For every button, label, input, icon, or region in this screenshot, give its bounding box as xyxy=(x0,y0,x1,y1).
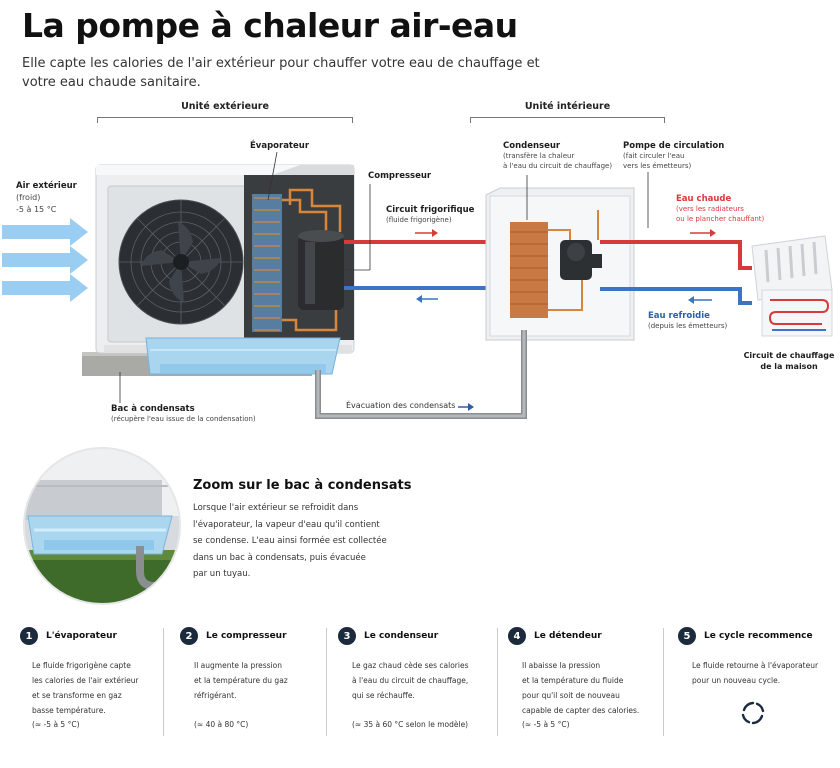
drain-flow-arrow xyxy=(458,403,474,411)
page-title: La pompe à chaleur air-eau xyxy=(22,6,518,45)
radiator-icon xyxy=(751,235,833,301)
step-number-badge: 4 xyxy=(508,627,526,645)
label-evacuation: Évacuation des condensats xyxy=(346,401,456,410)
label-bac-condensats: Bac à condensats (récupère l'eau issue d… xyxy=(111,404,256,423)
step-divider xyxy=(326,628,327,736)
condensate-tray xyxy=(145,337,341,375)
label-eau-chaude: Eau chaude (vers les radiateurs ou le pl… xyxy=(676,194,765,223)
label-evaporateur: Évaporateur xyxy=(250,141,310,151)
compressor xyxy=(298,230,344,310)
step-divider xyxy=(163,628,164,736)
label-air-exterieur: Air extérieur (froid) -5 à 15 °C xyxy=(16,181,77,214)
floor-heating-icon xyxy=(761,289,833,337)
section-bracket-indoor xyxy=(470,117,665,123)
step-number-badge: 3 xyxy=(338,627,356,645)
condensate-drain-pipe xyxy=(315,330,527,419)
section-label-indoor: Unité intérieure xyxy=(524,101,611,112)
air-inflow-arrows xyxy=(2,218,88,302)
refrigerant-lines xyxy=(344,240,508,290)
zoom-title: Zoom sur le bac à condensats xyxy=(193,478,412,493)
label-pompe-circulation: Pompe de circulation (fait circuler l'ea… xyxy=(623,141,725,170)
outdoor-unit xyxy=(95,164,355,354)
step-divider xyxy=(497,628,498,736)
refrigerant-flow-arrows xyxy=(415,229,438,303)
label-circuit-maison: Circuit de chauffage de la maison xyxy=(743,351,835,371)
page-subtitle: Elle capte les calories de l'air extérie… xyxy=(22,56,540,90)
step-number-badge: 1 xyxy=(20,627,38,645)
heat-pump-diagram xyxy=(2,151,833,419)
water-flow-arrows xyxy=(688,229,716,304)
water-circuit xyxy=(600,240,752,305)
condenser xyxy=(510,222,548,318)
zoom-image-circle xyxy=(23,447,181,605)
fan-icon xyxy=(118,199,244,325)
section-bracket-outdoor xyxy=(97,117,353,123)
label-compresseur: Compresseur xyxy=(368,171,432,181)
section-label-outdoor: Unité extérieure xyxy=(181,101,269,112)
step-number-badge: 5 xyxy=(678,627,696,645)
copper-piping xyxy=(282,188,342,332)
step-number-badge: 2 xyxy=(180,627,198,645)
step-divider xyxy=(663,628,664,736)
zoom-text: Lorsque l'air extérieur se refroidit dan… xyxy=(193,503,387,579)
cycle-icon xyxy=(741,701,765,725)
label-circuit-frigorifique: Circuit frigorifique (fluide frigorigène… xyxy=(386,205,475,224)
indoor-unit xyxy=(485,187,635,341)
label-condenseur: Condenseur (transfère la chaleur à l'eau… xyxy=(503,141,613,170)
label-eau-refroidie: Eau refroidie (depuis les émetteurs) xyxy=(648,311,728,330)
evaporator-coil xyxy=(252,194,282,332)
circulation-pump xyxy=(560,240,602,280)
